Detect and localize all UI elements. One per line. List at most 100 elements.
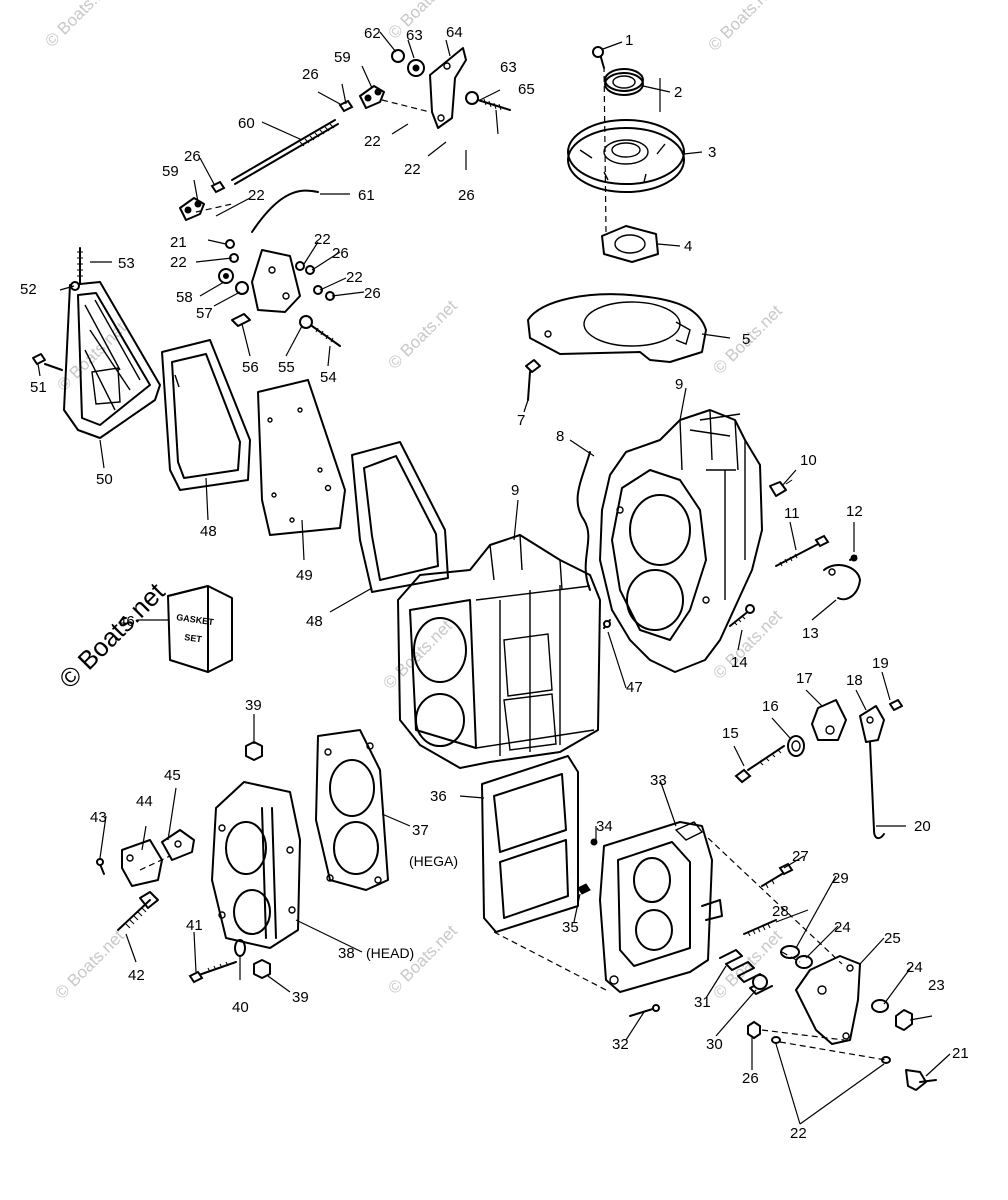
- callout-10: 10: [800, 452, 817, 469]
- callout-29: 29: [832, 870, 849, 887]
- callout-24-top: 24: [834, 919, 851, 936]
- part-41-bolt: [188, 961, 237, 984]
- callout-16: 16: [762, 698, 779, 715]
- callout-51: 51: [30, 379, 47, 396]
- part-34-pin: [590, 838, 598, 846]
- callout-23: 23: [928, 977, 945, 994]
- part-17-lever: [811, 699, 847, 741]
- callout-19: 19: [872, 655, 889, 672]
- callout-35: 35: [562, 919, 579, 936]
- part-11-bolt: [775, 534, 830, 567]
- callout-46: 46: [118, 613, 135, 630]
- callout-21-top: 21: [170, 234, 187, 251]
- part-9-cylinder-block: [397, 534, 601, 769]
- callout-26: 26: [458, 187, 475, 204]
- part-19-screw: [889, 699, 903, 711]
- callout-65: 65: [518, 81, 535, 98]
- callout-61: 61: [358, 187, 375, 204]
- callout-24-right: 24: [906, 959, 923, 976]
- callout-63-right: 63: [500, 59, 517, 76]
- callout-22: 22: [346, 269, 363, 286]
- callout-15: 15: [722, 725, 739, 742]
- callout-5: 5: [742, 331, 750, 348]
- watermark-large-text: © Boats.net: [53, 576, 171, 694]
- callout-26: 26: [364, 285, 381, 302]
- callout-41: 41: [186, 917, 203, 934]
- part-35-dowel: [577, 883, 591, 895]
- callout-22: 22: [404, 161, 421, 178]
- note-hega: (HEGA): [409, 853, 458, 869]
- callout-34: 34: [596, 818, 613, 835]
- part-22-washer-bottom: [771, 1036, 891, 1064]
- callout-7: 7: [517, 412, 525, 429]
- part-31-spring: [719, 949, 773, 995]
- linkage-plate-assembly: [218, 239, 341, 347]
- callout-26: 26: [302, 66, 319, 83]
- callout-17: 17: [796, 670, 813, 687]
- callout-36: 36: [430, 788, 447, 805]
- part-37-head-gasket: [315, 729, 389, 891]
- callout-8: 8: [556, 428, 564, 445]
- part-10-plug: [769, 479, 793, 497]
- callout-39-bottom: 39: [292, 989, 309, 1006]
- part-14-screw: [729, 604, 755, 627]
- part-24-washer-top: [795, 955, 813, 969]
- part-36-gasket: [481, 755, 579, 933]
- callout-9-center: 9: [511, 482, 519, 499]
- callout-58: 58: [176, 289, 193, 306]
- part-48-gasket-center: [351, 441, 449, 593]
- assembly-lines: [139, 65, 887, 1061]
- note-head: (HEAD): [366, 945, 414, 961]
- callout-33: 33: [650, 772, 667, 789]
- callout-48-center: 48: [306, 613, 323, 630]
- watermark-text: © Boats.net: [709, 606, 786, 683]
- callout-62: 62: [364, 25, 381, 42]
- callout-47: 47: [626, 679, 643, 696]
- callout-27: 27: [792, 848, 809, 865]
- callout-9-right: 9: [675, 376, 683, 393]
- part-12-screw: [849, 554, 858, 562]
- callout-40: 40: [232, 999, 249, 1016]
- callout-labels: 1 2 3 4 5 7 8 9 9 10 11 12 13 14 15 16 1…: [20, 24, 969, 1142]
- part-5-cover: [527, 293, 707, 363]
- part-7-bolt: [525, 359, 541, 401]
- part-1-screw: [592, 46, 605, 69]
- callout-21-bottom: 21: [952, 1045, 969, 1062]
- callout-18: 18: [846, 672, 863, 689]
- part-62-63-nut-washer: [391, 49, 511, 111]
- part-18-fitting: [859, 705, 885, 743]
- part-9-crankcase-right: [599, 409, 763, 673]
- callout-2: 2: [674, 84, 682, 101]
- callout-37: 37: [412, 822, 429, 839]
- part-49-plate: [257, 379, 346, 536]
- leader-lines: [37, 31, 951, 1125]
- callout-43: 43: [90, 809, 107, 826]
- callout-55: 55: [278, 359, 295, 376]
- callout-26: 26: [332, 245, 349, 262]
- gasket-box-label-2: SET: [184, 632, 203, 644]
- part-26-nut-bottom: [747, 1020, 761, 1040]
- callout-12: 12: [846, 503, 863, 520]
- part-29-washer: [780, 945, 800, 959]
- part-45-gasket: [161, 829, 195, 861]
- callout-60: 60: [238, 115, 255, 132]
- callout-39-top: 39: [245, 697, 262, 714]
- part-60-rod: [231, 119, 339, 185]
- part-40-washer: [234, 939, 246, 957]
- part-59-clip-left: [179, 180, 226, 221]
- part-42-sender: [117, 891, 159, 931]
- callout-64: 64: [446, 24, 463, 41]
- callout-52: 52: [20, 281, 37, 298]
- callout-28: 28: [772, 903, 789, 920]
- part-13-clip: [823, 564, 861, 601]
- callout-56: 56: [242, 359, 259, 376]
- part-16-bushing: [787, 735, 805, 757]
- callout-48-left: 48: [200, 523, 217, 540]
- part-47-pin: [603, 619, 611, 629]
- callout-1: 1: [625, 32, 633, 49]
- part-38-cylinder-head: [211, 781, 301, 949]
- callout-14: 14: [731, 654, 748, 671]
- watermark-text: © Boats.net: [709, 926, 786, 1003]
- part-59-clip-top: [338, 85, 385, 113]
- callout-42: 42: [128, 967, 145, 984]
